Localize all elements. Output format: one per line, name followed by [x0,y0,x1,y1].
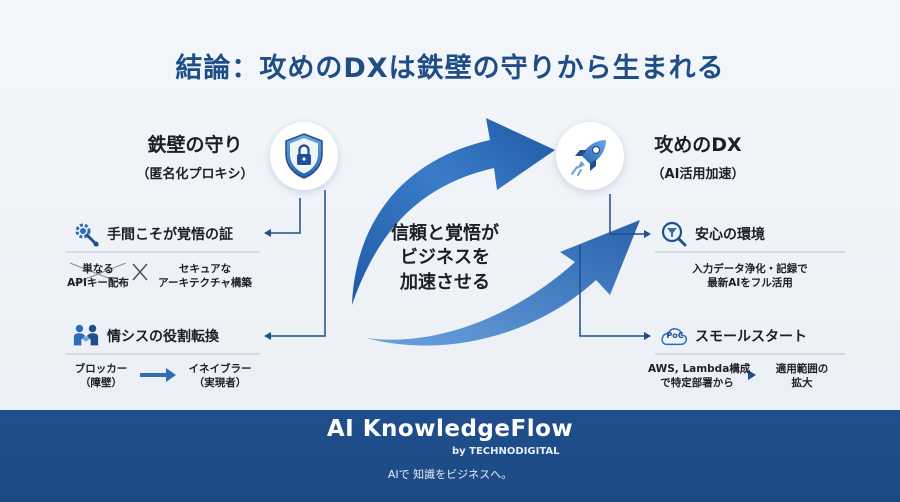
right-item-2-from: AWS, Lambda構成 で特定部署から [648,362,751,390]
left-title-group: 鉄壁の守り （匿名化プロキシ） [120,130,270,182]
to-line-1: セキュアな [178,263,232,275]
rocket-icon [571,140,606,176]
to-line-1: イネイブラー [188,363,252,375]
center-line-2: ビジネスを [400,247,490,269]
right-badge [556,122,624,190]
brand-tagline: AIで 知識をビジネスへ。 [387,468,513,481]
center-line-3: 加速させる [400,271,490,293]
desc-line-1: 入力データ浄化・記録で [692,263,808,275]
upper-arc-arrow [352,118,555,305]
brand-name: AI KnowledgeFlow [326,416,574,442]
gear-wrench-icon [72,220,100,248]
to-line-2: （実現者） [193,377,247,390]
from-line-2: APIキー配布 [67,277,129,290]
to-line-2: アーキテクチャ構築 [158,277,252,290]
from-line-2: （障壁） [80,377,122,390]
center-message: 信頼と覚悟が ビジネスを 加速させる [370,222,520,295]
center-line-1: 信頼と覚悟が [391,223,499,244]
filter-search-icon [660,220,688,248]
shield-lock-icon [285,133,323,179]
left-connector-bottom [270,190,326,337]
poc-label: PoC [666,331,684,340]
left-item-1-to: セキュアな アーキテクチャ構築 [150,262,260,290]
right-item-1-desc: 入力データ浄化・記録で 最新AIをフル活用 [660,262,840,290]
to-line-1: 適用範囲の [775,363,829,375]
right-connector-top [609,194,645,235]
footer-band [0,410,900,502]
right-item-1-label: 安心の環境 [695,227,765,243]
left-title: 鉄壁の守り [147,134,243,156]
left-subtitle: （匿名化プロキシ） [136,167,254,182]
left-item-2-to: イネイブラー （実現者） [180,362,260,390]
blocker-to-enabler-arrow [166,368,176,382]
left-item-2-label: 情シスの役割転換 [107,329,219,345]
to-line-2: 拡大 [791,377,813,390]
from-line-1: 単なる [82,263,114,275]
poc-cloud-icon: PoC [660,322,688,350]
page-title: 結論：攻めのDXは鉄壁の守りから生まれる [175,53,725,84]
left-item-1-label: 手間こそが覚悟の証 [107,227,233,243]
right-connector-bottom [579,245,645,337]
from-line-1: AWS, Lambda構成 [648,363,751,375]
small-to-expand-arrow [748,370,756,380]
left-item-2-from: ブロッカー （障壁） [66,362,136,390]
right-item-1: 安心の環境 [660,220,765,248]
right-title-group: 攻めのDX （AI活用加速） [638,130,758,182]
desc-line-2: 最新AIをフル活用 [707,277,793,290]
lower-arc-arrow [366,220,640,346]
from-line-2: で特定部署から [660,377,734,390]
left-item-2: 情シスの役割転換 [72,322,219,350]
people-handshake-icon [72,322,100,350]
right-item-2-to: 適用範囲の 拡大 [762,362,842,390]
right-title: 攻めのDX [654,134,742,156]
left-item-1: 手間こそが覚悟の証 [72,220,233,248]
right-subtitle: （AI活用加速） [651,167,745,182]
left-badge [270,122,338,190]
from-line-1: ブロッカー [74,363,128,375]
right-item-2-label: スモールスタート [695,329,807,345]
right-item-2: PoC スモールスタート [660,322,807,350]
left-item-1-from: 単なる APIキー配布 [64,262,132,290]
brand-byline: by TECHNODIGITAL [452,446,560,457]
left-connector-top [270,198,301,234]
